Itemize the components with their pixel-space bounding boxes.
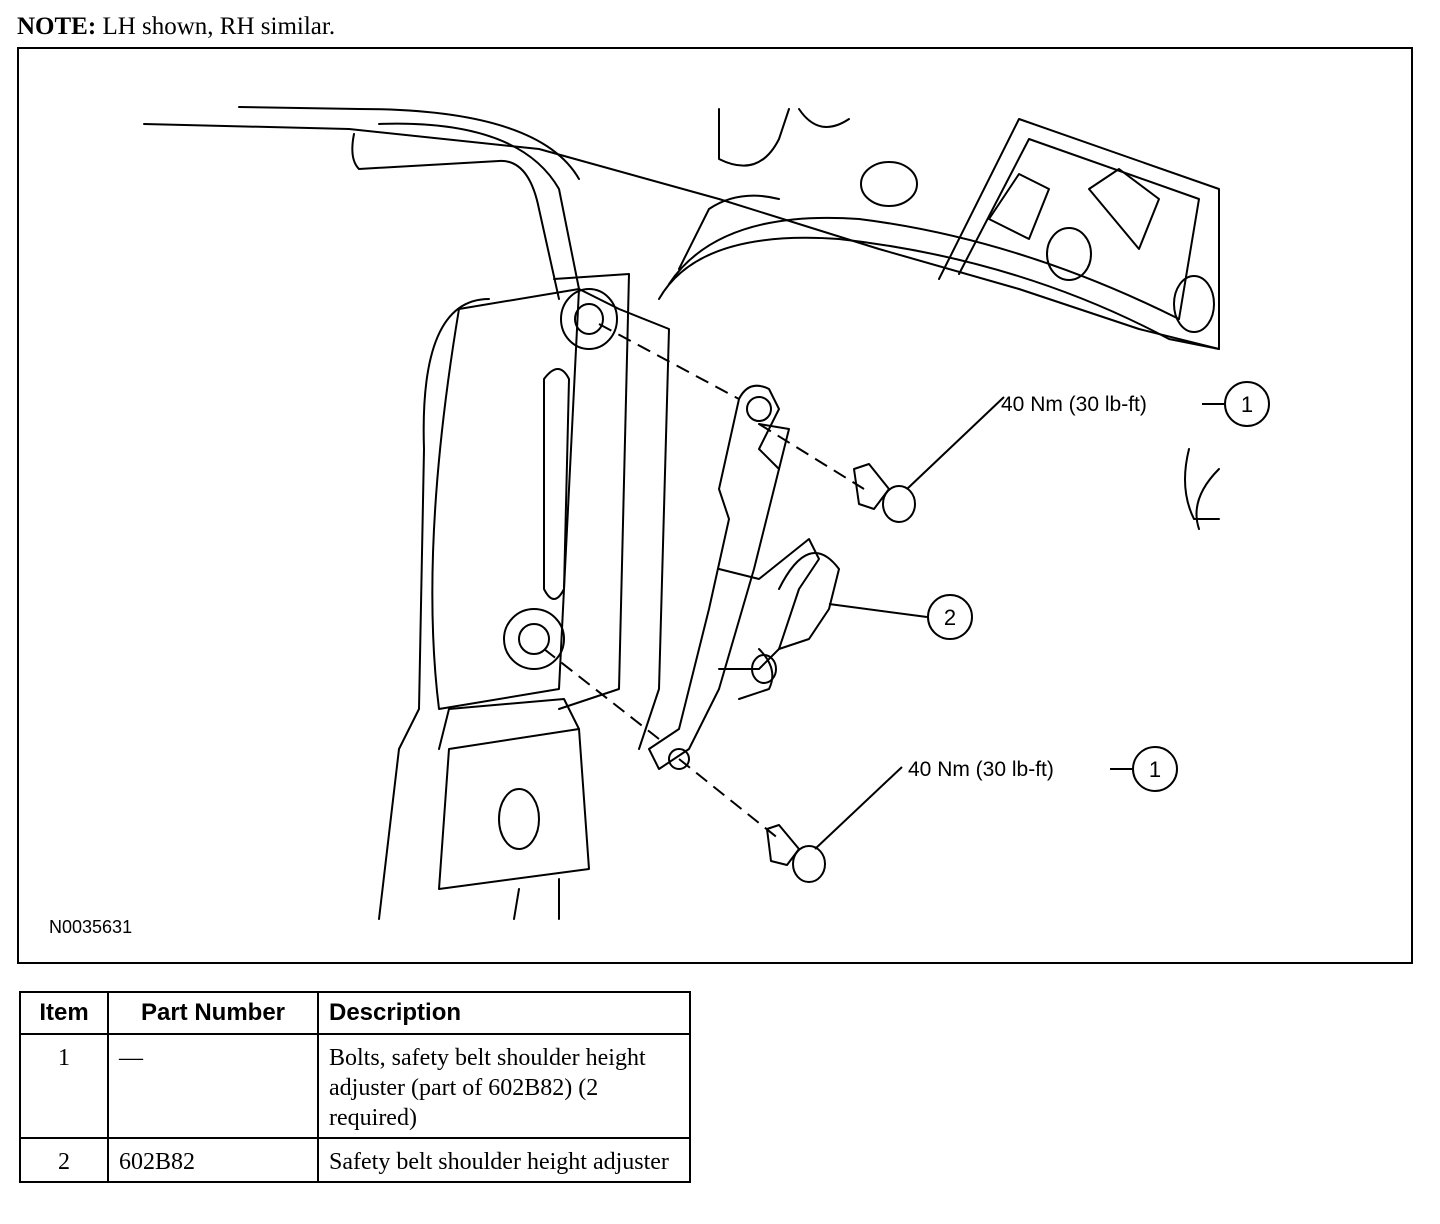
upper-bolt <box>853 463 890 510</box>
torque-spec-upper: 40 Nm (30 lb-ft) <box>1001 393 1147 416</box>
callout-circle-2 <box>927 594 973 640</box>
header-description: Description <box>317 991 691 1035</box>
row-item: 2 <box>19 1137 109 1183</box>
pillar-trim-panel <box>431 288 580 710</box>
torque-spec-lower: 40 Nm (30 lb-ft) <box>908 758 1054 781</box>
row-description: Safety belt shoulder height adjuster <box>317 1137 691 1183</box>
upper-dashed-centerline <box>598 323 740 400</box>
header-item: Item <box>19 991 109 1035</box>
lower-bolt <box>766 824 800 866</box>
callout-number-1-upper: 1 <box>1241 392 1253 417</box>
header-part-number: Part Number <box>107 991 319 1035</box>
line-art-illustration: 40 Nm (30 lb-ft) 1 2 40 Nm (30 lb-ft) 1 … <box>49 106 1270 937</box>
row-item: 1 <box>19 1033 109 1139</box>
figure-id: N0035631 <box>49 917 132 937</box>
adjuster-rail <box>648 384 780 770</box>
row-part-number: 602B82 <box>107 1137 319 1183</box>
callout-circle-1-lower <box>1132 746 1178 792</box>
leader-line-1-lower <box>814 766 903 850</box>
leader-line-1-upper <box>906 396 1005 490</box>
exploded-view-figure: 40 Nm (30 lb-ft) 1 2 40 Nm (30 lb-ft) 1 … <box>17 47 1413 964</box>
callout-number-1-lower: 1 <box>1149 757 1161 782</box>
callout-number-2: 2 <box>944 605 956 630</box>
row-description: Bolts, safety belt shoulder height adjus… <box>317 1033 691 1139</box>
note-text: LH shown, RH similar. <box>102 13 336 40</box>
callout-circle-1-upper <box>1224 381 1270 427</box>
table-row: 2 602B82 Safety belt shoulder height adj… <box>19 1137 691 1183</box>
row-part-number: — <box>107 1033 319 1139</box>
table-row: 1 — Bolts, safety belt shoulder height a… <box>19 1033 691 1139</box>
table-header-row: Item Part Number Description <box>19 991 691 1035</box>
lower-dashed-centerline <box>678 758 780 840</box>
leader-line-2 <box>828 603 928 618</box>
parts-table: Item Part Number Description 1 — Bolts, … <box>19 991 691 1183</box>
roof-edge-line <box>143 123 1220 350</box>
note-line: NOTE: LH shown, RH similar. <box>17 12 335 42</box>
note-label: NOTE: <box>17 13 97 40</box>
grab-handle-outline <box>351 133 560 300</box>
